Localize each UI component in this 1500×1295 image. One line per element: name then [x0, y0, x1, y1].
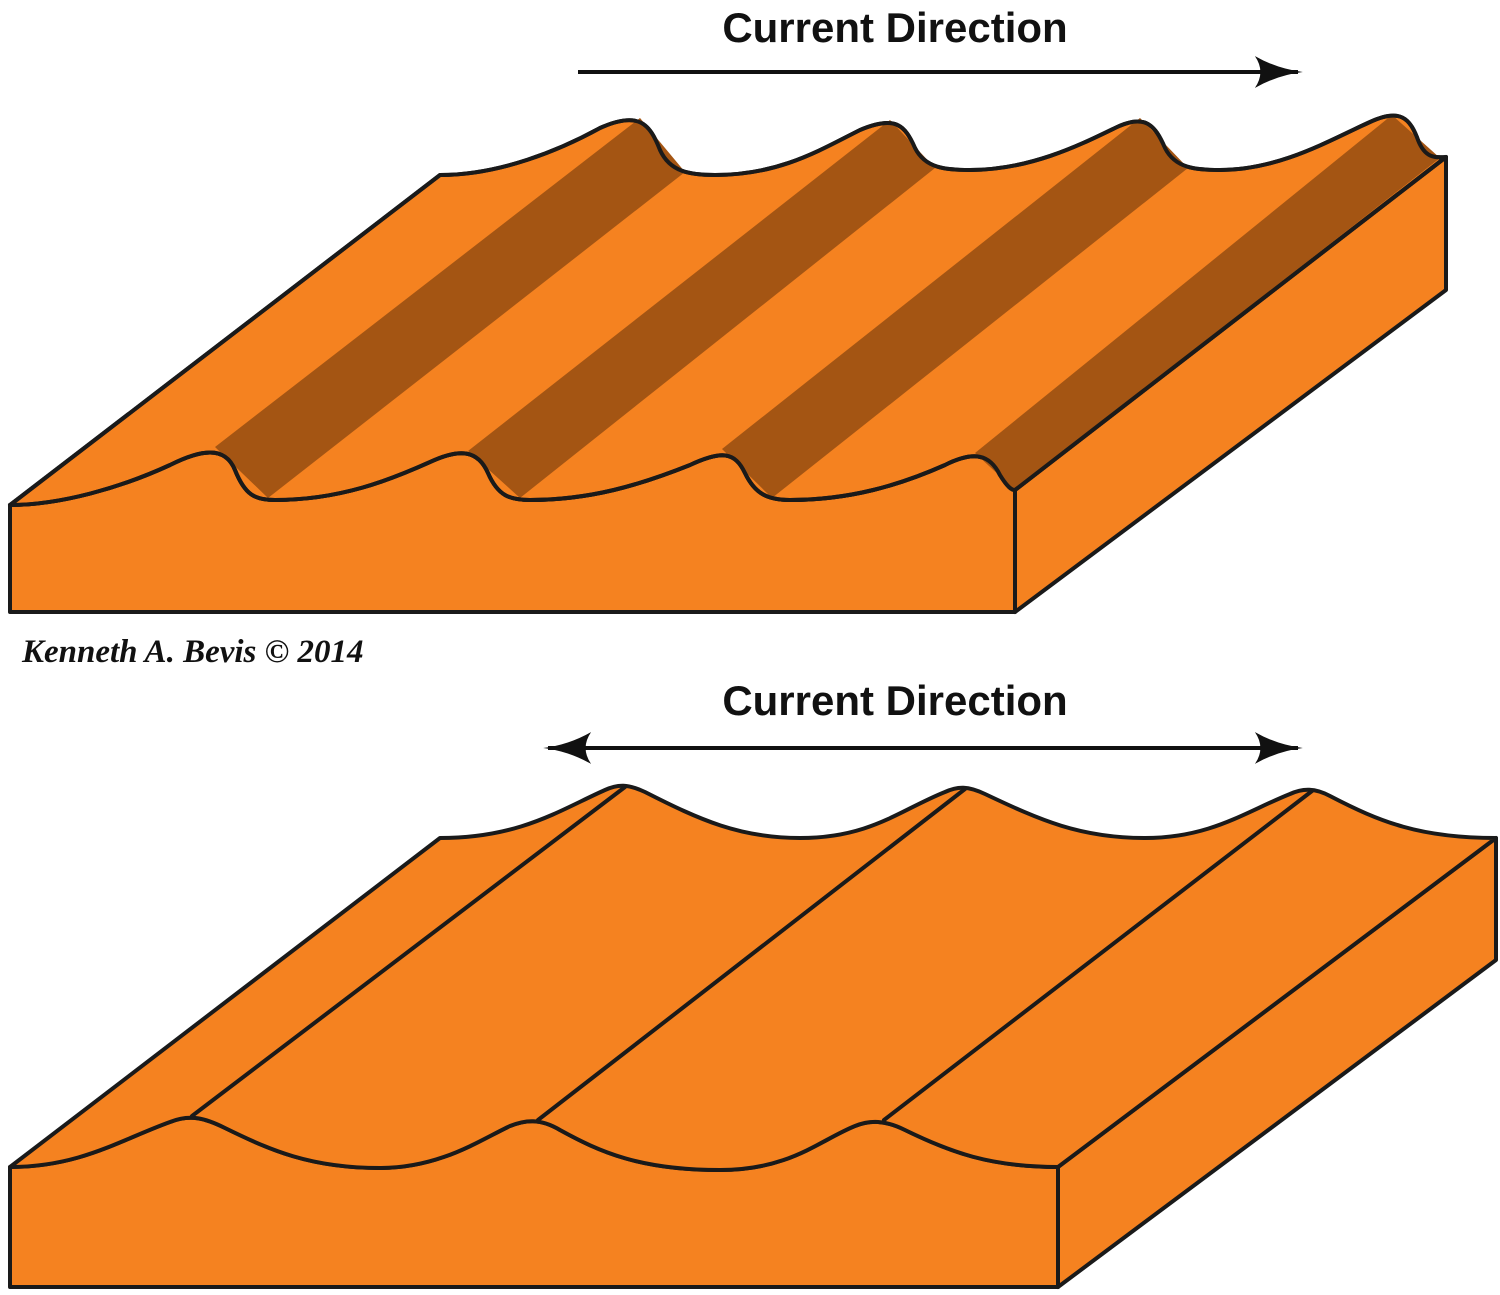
- block-front-face: [8, 1115, 1060, 1289]
- current-direction-label-top: Current Direction: [722, 4, 1067, 51]
- ripple-crest-line: [536, 787, 967, 1122]
- lee-face-band: [468, 120, 935, 498]
- front-edge-outline: [8, 450, 1017, 507]
- top-surface-outline: [8, 113, 1448, 507]
- lee-face-band: [215, 118, 685, 498]
- credit-text: Kenneth A. Bevis © 2014: [21, 634, 364, 670]
- ripple-crest-line: [882, 789, 1314, 1122]
- ripple-crest-line: [190, 785, 627, 1118]
- wave-ripple-block: [8, 783, 1498, 1289]
- current-ripple-block: [8, 113, 1448, 614]
- lee-face-band: [975, 115, 1440, 490]
- rippled-top-surface: [8, 783, 1498, 1172]
- current-direction-label-bottom: Current Direction: [722, 677, 1067, 724]
- lee-face-band: [722, 118, 1188, 498]
